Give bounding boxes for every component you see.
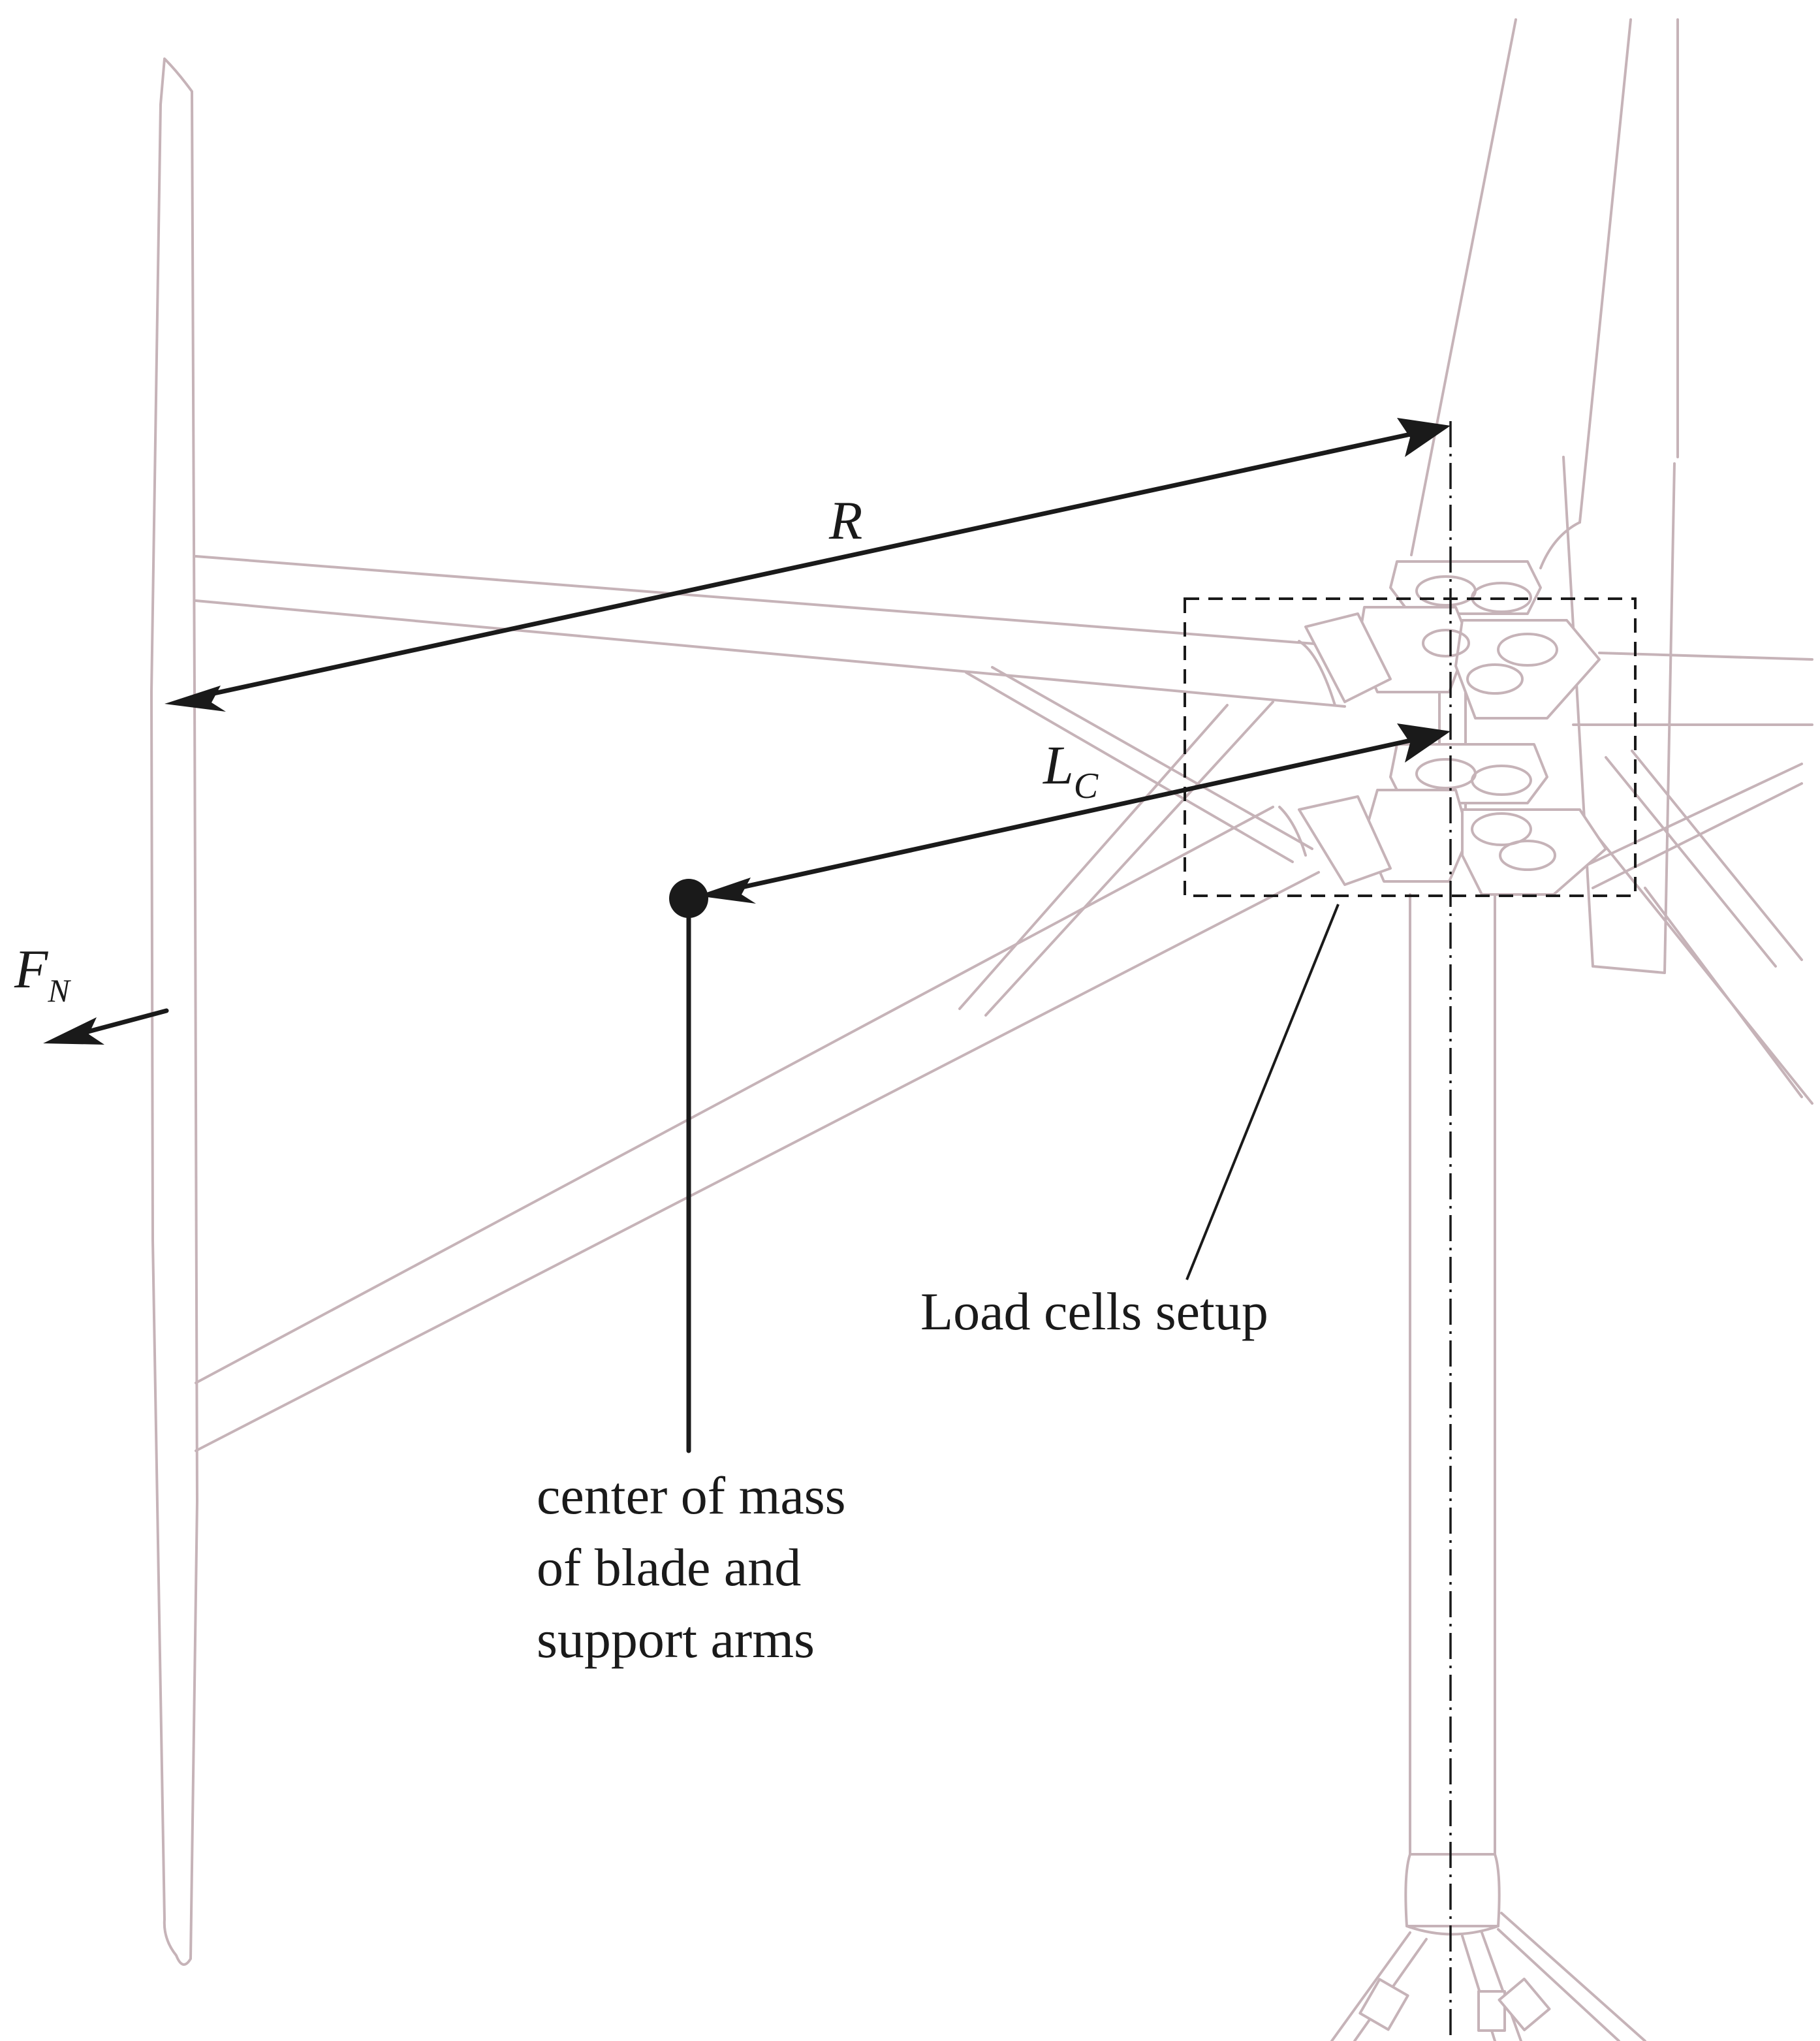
annotations: R LC FN Load cells setup center of mass … — [14, 418, 1637, 2041]
fn-label-sub: N — [47, 972, 71, 1009]
tripod-base — [1330, 1912, 1646, 2041]
lc-label-sub: C — [1074, 766, 1099, 806]
fn-label-main: F — [14, 939, 49, 1000]
load-cells-box — [1184, 597, 1637, 897]
center-of-mass-label-line1: center of mass — [537, 1466, 846, 1525]
central-tower — [1404, 691, 1501, 1936]
rear-arms — [1410, 18, 1813, 1105]
load-cells-leader — [1185, 904, 1340, 1280]
radius-dimension-arrow — [165, 418, 1451, 712]
center-of-mass-label-line2: of blade and — [537, 1538, 801, 1597]
blade — [150, 57, 198, 1966]
lc-label: LC — [1043, 735, 1099, 806]
upper-support-arm — [195, 555, 1346, 708]
upper-hub — [1304, 560, 1601, 720]
center-of-mass-label-line3: support arms — [537, 1609, 815, 1669]
load-cells-label: Load cells setup — [920, 1282, 1268, 1341]
bracing-struts — [958, 666, 1803, 1098]
fn-label: FN — [14, 939, 71, 1009]
lower-hub — [1298, 743, 1607, 896]
lower-support-arm — [195, 806, 1320, 1452]
lc-label-main: L — [1043, 735, 1074, 796]
turbine-structure — [150, 18, 1813, 2041]
lc-dimension-arrow — [697, 723, 1451, 904]
normal-force-arrow — [43, 1008, 169, 1045]
radius-label: R — [828, 490, 862, 551]
